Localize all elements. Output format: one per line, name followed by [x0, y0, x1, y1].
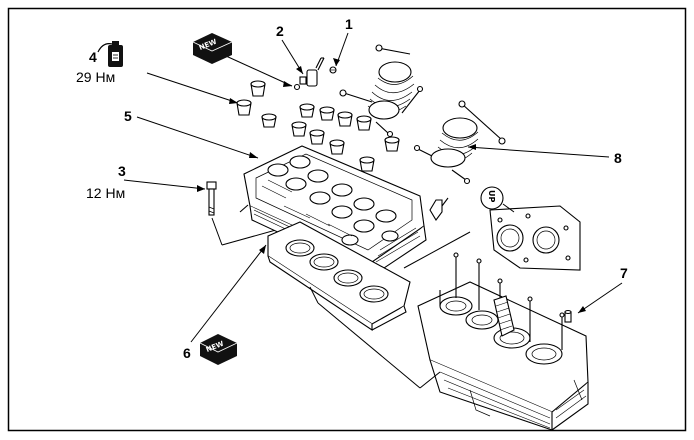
callout-3: 3	[118, 163, 126, 179]
part-2-bracket	[293, 57, 325, 91]
diagram-border	[7, 7, 687, 432]
callout-1: 1	[345, 16, 353, 32]
oil-bottle-icon	[97, 41, 123, 67]
engine-block	[417, 252, 589, 431]
callout-2: 2	[276, 23, 284, 39]
callout-8: 8	[614, 150, 622, 166]
intake-boot-upper	[339, 44, 424, 138]
callout-5: 5	[124, 108, 132, 124]
callout-3-torque: 12 Нм	[86, 185, 125, 201]
callout-6: 6	[183, 345, 191, 361]
new-part-badge-bottom: NEW	[199, 334, 238, 365]
part-3-head-bolt	[206, 181, 284, 246]
gasket-detail-inset: UP	[480, 186, 581, 271]
valve-cover-seals	[236, 80, 400, 172]
gasket-up-label: UP	[487, 190, 496, 202]
callout-4: 4	[89, 49, 97, 65]
leader-lines	[123, 32, 623, 343]
callout-7: 7	[620, 265, 628, 281]
new-part-badge-top: NEW	[192, 33, 233, 64]
part-1-fitting	[329, 66, 337, 74]
intake-boot-lower	[413, 100, 506, 185]
part-6-head-gasket	[267, 221, 471, 389]
callout-4-torque: 29 Нм	[76, 69, 115, 85]
